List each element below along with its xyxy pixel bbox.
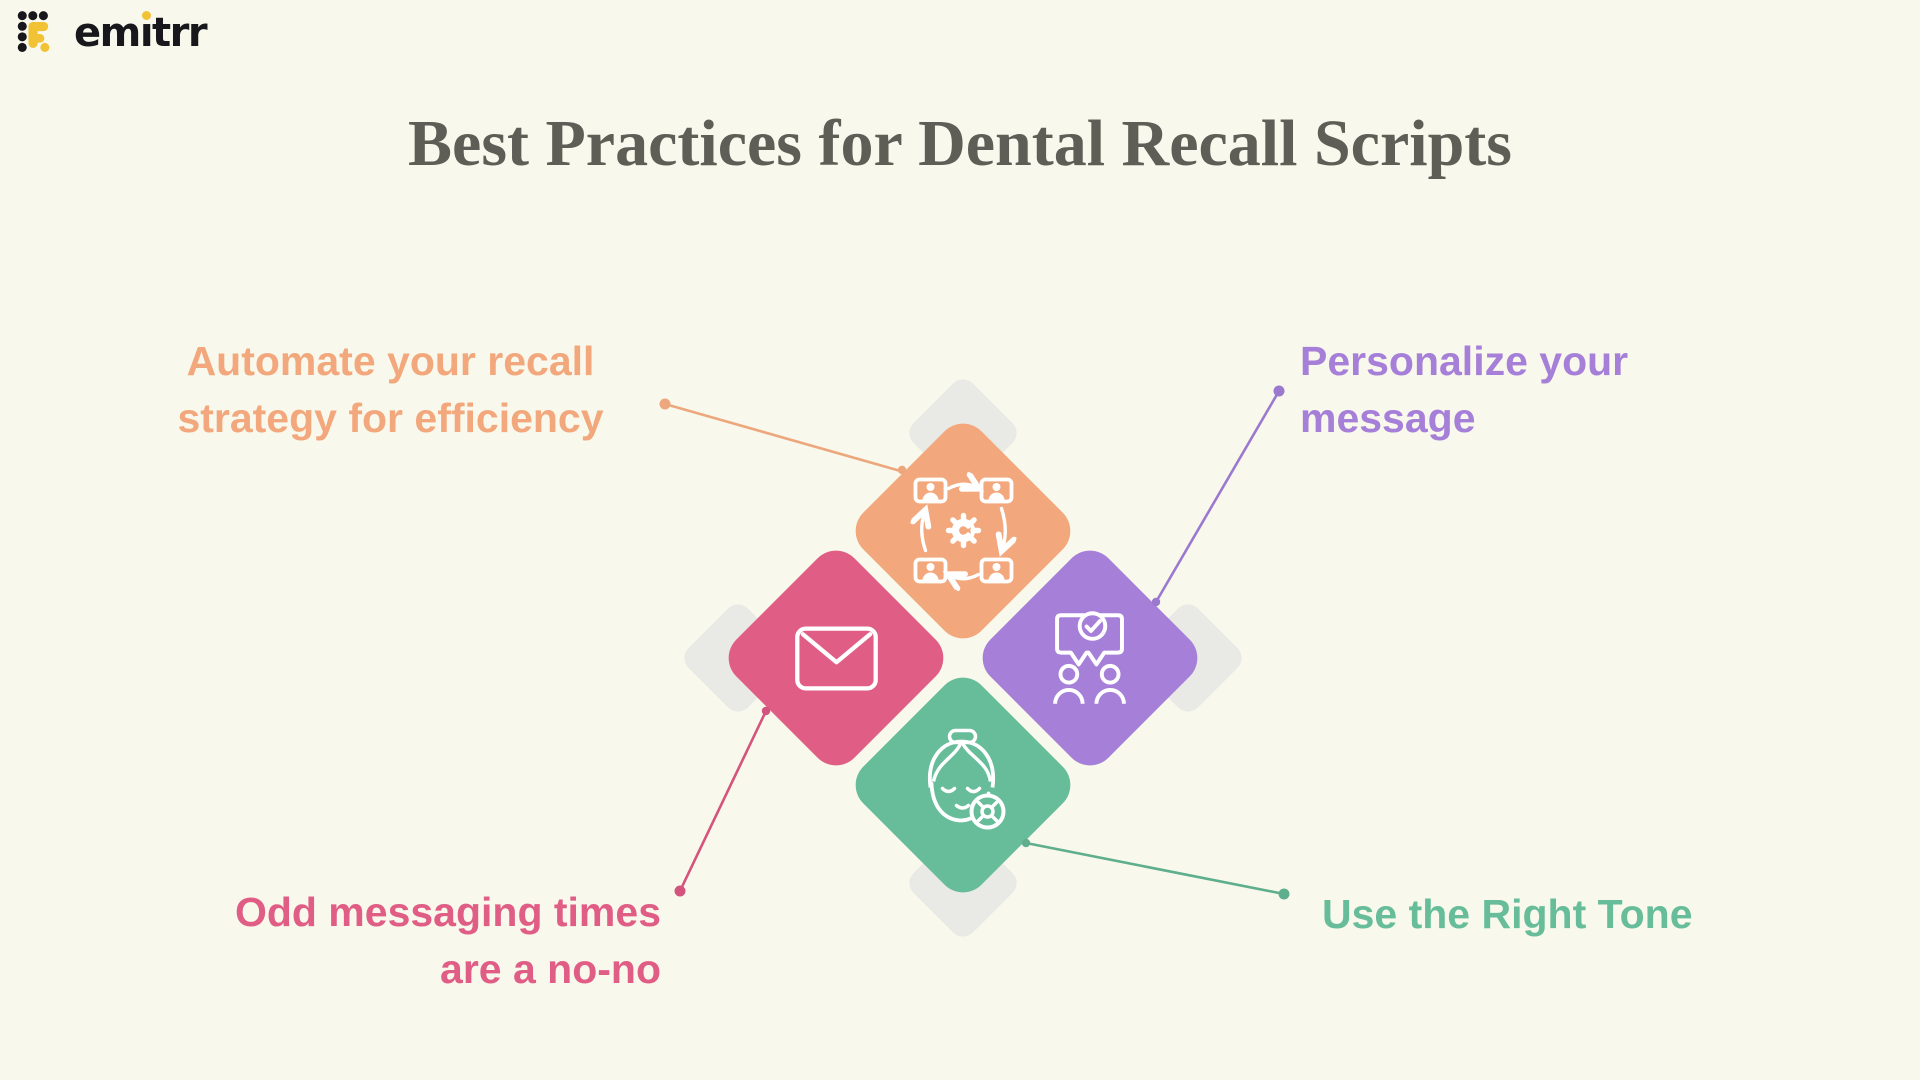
- approved-message-people-icon: [1052, 610, 1126, 704]
- label-odd-times: Odd messaging times are a no-no: [234, 889, 661, 992]
- label-personalize: Personalize your message: [1300, 338, 1629, 441]
- gear-icon: [945, 512, 981, 548]
- yellow-tittle-dot: [141, 11, 151, 20]
- label-tone: Use the Right Tone: [1322, 891, 1693, 937]
- tone-wheel-icon: [969, 793, 1005, 829]
- connector-personalize: [1151, 385, 1285, 607]
- label-automate: Automate your recall strategy for effici…: [177, 338, 604, 441]
- diamond-personalize: [971, 539, 1209, 777]
- diamond-automate: [844, 412, 1082, 650]
- calm-face-tone-icon: [927, 728, 1005, 829]
- page-title: Best Practices for Dental Recall Scripts: [408, 107, 1512, 181]
- envelope-icon: [794, 625, 878, 691]
- diamond-odd-times: [717, 539, 955, 777]
- diamond-tone: [844, 666, 1082, 904]
- connector-automate: [659, 398, 907, 475]
- emitrr-logo-icon: [17, 11, 50, 52]
- connector-tone: [1021, 838, 1290, 900]
- automation-cycle-icon: [903, 471, 1023, 591]
